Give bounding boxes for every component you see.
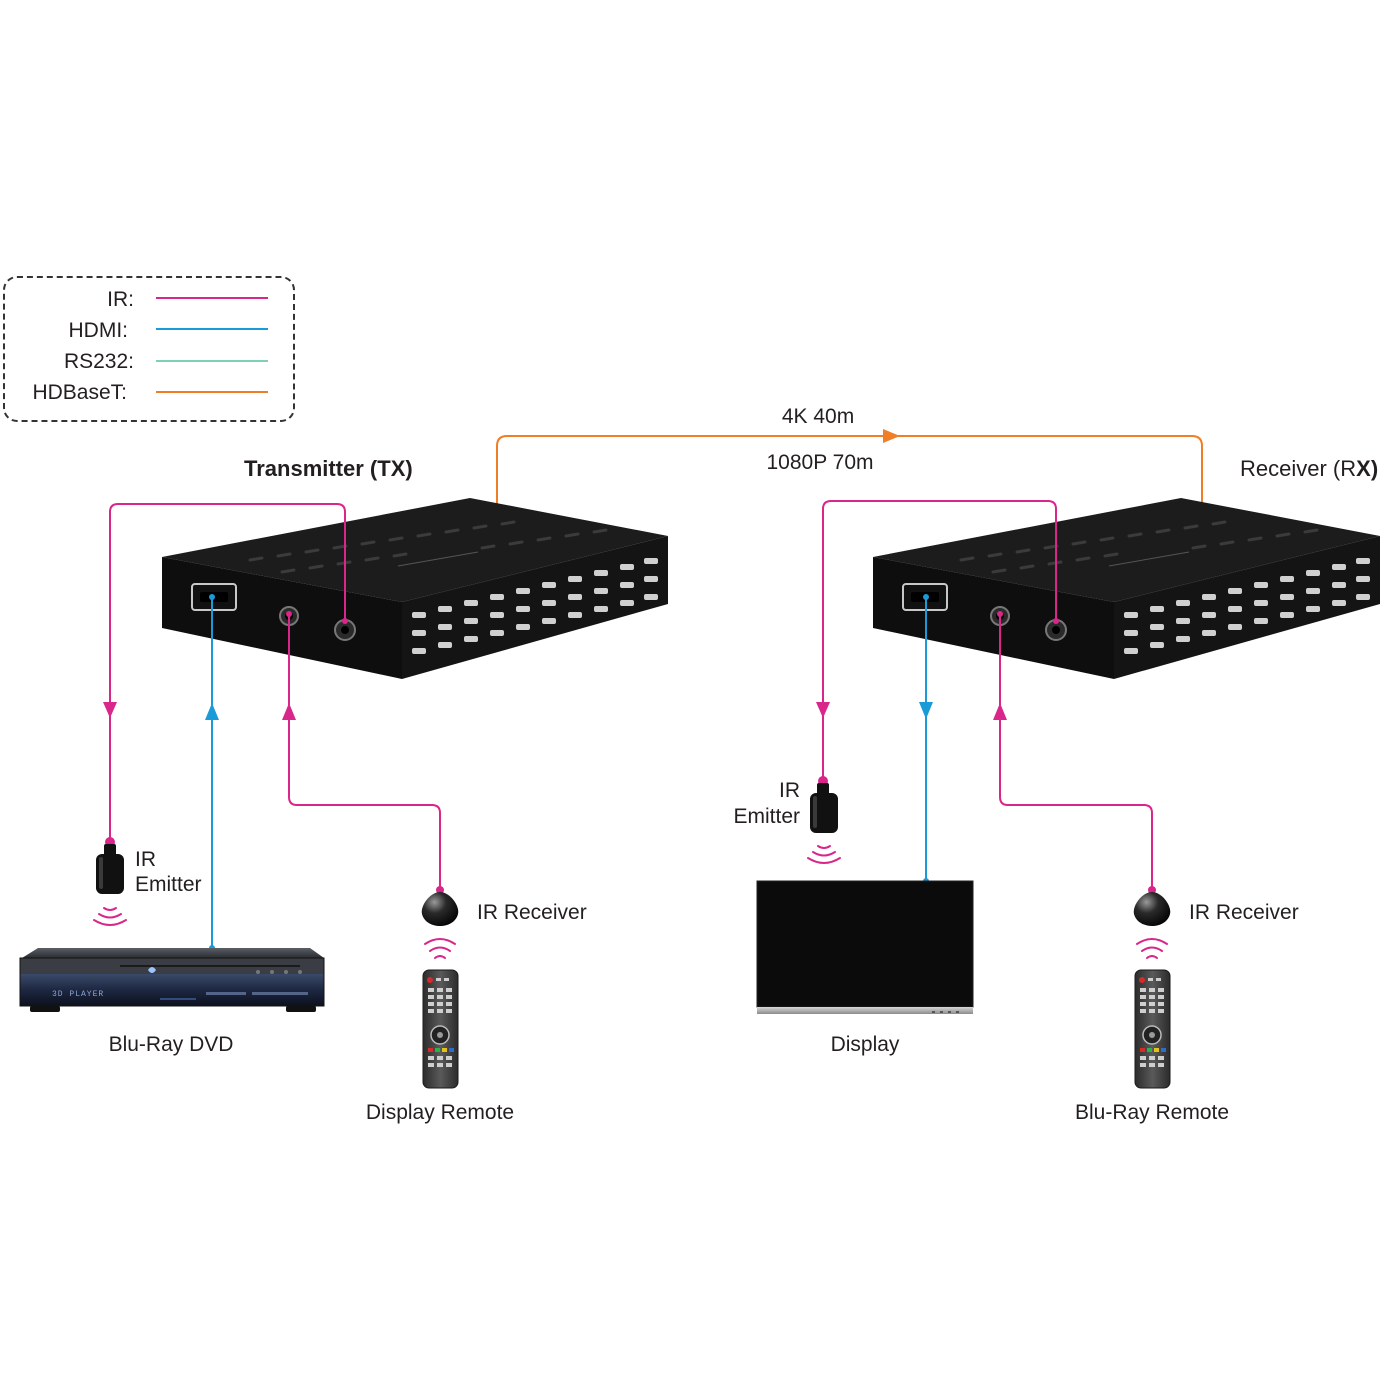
transmitter-box <box>162 498 668 679</box>
rx-ir-in-dot <box>997 611 1003 617</box>
rx-ir-receiver-waves-icon <box>1136 938 1168 959</box>
tx-ir-out-arrow <box>103 702 117 718</box>
tx-ir-emitter-label-line2: Emitter <box>135 873 202 896</box>
display-monitor-icon <box>756 880 974 1014</box>
display-label: Display <box>830 1033 900 1056</box>
rx-hdmi-arrow <box>919 702 933 719</box>
legend-label-ir: IR: <box>107 288 134 311</box>
tx-ir-receiver-waves-icon <box>424 938 456 959</box>
rx-ir-emitter-label-line2: Emitter <box>733 805 800 828</box>
blu-ray-dvd-label: Blu-Ray DVD <box>108 1033 234 1056</box>
rx-ir-out-dot <box>1053 618 1059 624</box>
tx-ir-emitter-icon <box>96 837 124 894</box>
blu-ray-remote-icon <box>1134 969 1171 1089</box>
rx-ir-out-line <box>822 500 1057 780</box>
tx-ir-receiver-label: IR Receiver <box>477 901 587 924</box>
tx-ir-in-line <box>288 614 441 890</box>
link-distance-4k: 4K 40m <box>781 405 855 428</box>
receiver-box <box>873 498 1380 679</box>
rx-ir-emitter-icon <box>810 776 838 833</box>
tx-ir-emitter-label-line1: IR <box>135 848 156 871</box>
legend-label-rs232: RS232: <box>63 350 134 373</box>
legend-label-hdbaset: HDBaseT: <box>32 381 127 404</box>
rx-ir-in-line <box>999 614 1153 890</box>
receiver-title: Receiver (RX) <box>1240 456 1378 482</box>
tx-hdmi-dot-top <box>209 594 215 600</box>
rx-ir-emitter-waves-icon <box>807 845 841 864</box>
rx-ir-emitter-label-line1: IR <box>779 779 800 802</box>
hdbaset-arrow <box>883 429 900 443</box>
blu-ray-dvd-player-icon: 3D PLAYER <box>19 948 325 1012</box>
receiver-title-main: Receiver (R <box>1240 456 1357 481</box>
rx-ir-receiver-icon <box>1133 886 1171 926</box>
tx-ir-out-line <box>109 503 346 840</box>
tx-ir-out-dot <box>342 618 348 624</box>
rx-ir-receiver-label: IR Receiver <box>1189 901 1299 924</box>
transmitter-title: Transmitter (TX) <box>244 456 413 481</box>
blu-ray-remote-label: Blu-Ray Remote <box>1074 1101 1230 1124</box>
tx-hdmi-arrow <box>205 703 219 720</box>
legend-label-hdmi: HDMI: <box>68 319 129 342</box>
rx-ir-in-arrow <box>993 703 1007 720</box>
display-remote-label: Display Remote <box>365 1101 515 1124</box>
rx-ir-out-arrow <box>816 702 830 718</box>
hdbaset-link-line <box>496 435 1203 508</box>
link-distance-1080p: 1080P 70m <box>766 451 874 474</box>
legend-box <box>3 276 295 422</box>
receiver-title-bold: X) <box>1356 456 1379 481</box>
display-remote-icon <box>422 969 459 1089</box>
tx-ir-emitter-waves-icon <box>93 907 127 926</box>
tx-ir-in-arrow <box>282 703 296 720</box>
tx-ir-receiver-icon <box>421 886 459 926</box>
rx-hdmi-dot-top <box>923 594 929 600</box>
tx-ir-in-dot <box>286 611 292 617</box>
dvd-screen-text: 3D PLAYER <box>52 990 104 999</box>
